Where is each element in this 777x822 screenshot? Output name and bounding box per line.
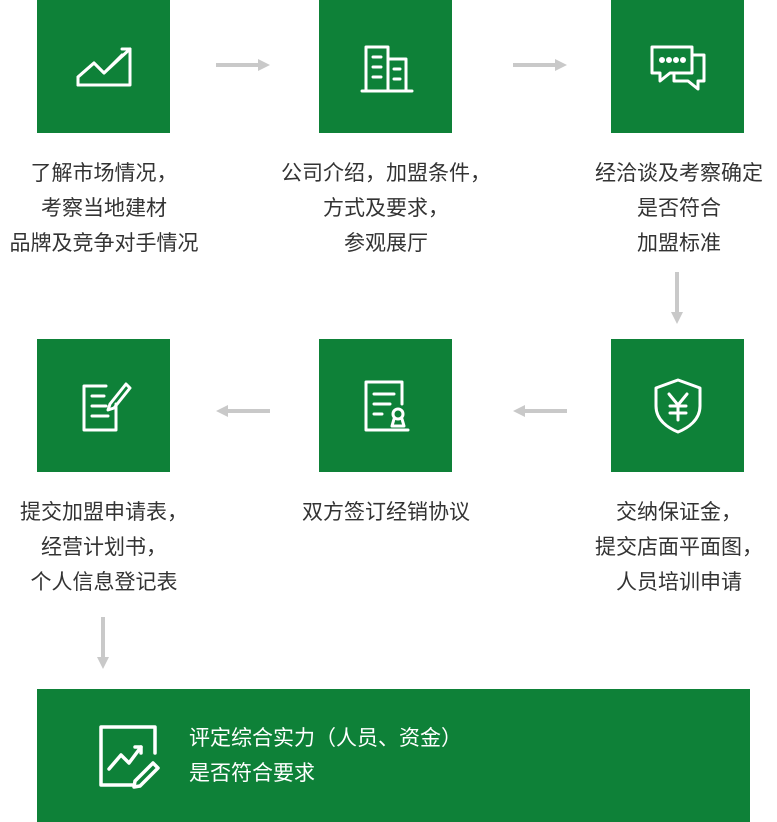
final-evaluation-box: 评定综合实力（人员、资金） 是否符合要求: [37, 689, 750, 822]
step-3-line-2: 是否符合: [637, 196, 721, 220]
step-5-line-1: 双方签订经销协议: [302, 500, 470, 524]
arrow-down-icon: [97, 617, 109, 669]
step-3-box: [611, 0, 744, 133]
step-6-line-3: 个人信息登记表: [30, 570, 178, 594]
step-1-label: 了解市场情况， 考察当地建材 品牌及竞争对手情况: [0, 156, 224, 261]
step-4-line-1: 交纳保证金，: [616, 500, 742, 524]
step-2-line-2: 方式及要求，: [323, 196, 449, 220]
step-5-label: 双方签订经销协议: [266, 495, 506, 530]
step-4-box: [611, 339, 744, 472]
evaluation-chart-pen-icon: [99, 725, 160, 789]
step-2-line-1: 公司介绍，加盟条件，: [281, 161, 491, 185]
step-1-line-1: 了解市场情况，: [30, 161, 178, 185]
step-3-label: 经洽谈及考察确定 是否符合 加盟标准: [559, 156, 777, 261]
step-4-label: 交纳保证金， 提交店面平面图， 人员培训申请: [559, 495, 777, 600]
arrow-down-icon: [671, 272, 683, 324]
step-6-line-1: 提交加盟申请表，: [20, 500, 188, 524]
step-6-label: 提交加盟申请表， 经营计划书， 个人信息登记表: [0, 495, 224, 600]
yen-shield-icon: [654, 378, 701, 433]
step-2-box: [319, 0, 452, 133]
step-6-line-2: 经营计划书，: [41, 535, 167, 559]
step-5-box: [319, 339, 452, 472]
final-evaluation-text: 评定综合实力（人员、资金） 是否符合要求: [189, 721, 462, 791]
final-line-2: 是否符合要求: [189, 761, 315, 785]
step-2-line-3: 参观展厅: [344, 231, 428, 255]
step-1-line-2: 考察当地建材: [41, 196, 167, 220]
trend-chart-icon: [76, 47, 131, 86]
arrow-left-icon: [216, 405, 270, 417]
chat-bubbles-icon: [650, 45, 705, 90]
step-1-box: [37, 0, 170, 133]
step-6-box: [37, 339, 170, 472]
step-3-line-1: 经洽谈及考察确定: [595, 161, 763, 185]
contract-seal-icon: [364, 380, 409, 431]
step-4-line-2: 提交店面平面图，: [595, 535, 763, 559]
arrow-right-icon: [513, 59, 567, 71]
final-line-1: 评定综合实力（人员、资金）: [189, 726, 462, 750]
building-icon: [360, 45, 413, 92]
arrow-right-icon: [216, 59, 270, 71]
form-pen-icon: [82, 382, 131, 431]
step-1-line-3: 品牌及竞争对手情况: [9, 231, 199, 255]
step-2-label: 公司介绍，加盟条件， 方式及要求， 参观展厅: [266, 156, 506, 261]
step-4-line-3: 人员培训申请: [616, 570, 742, 594]
arrow-left-icon: [513, 405, 567, 417]
step-3-line-3: 加盟标准: [637, 231, 721, 255]
